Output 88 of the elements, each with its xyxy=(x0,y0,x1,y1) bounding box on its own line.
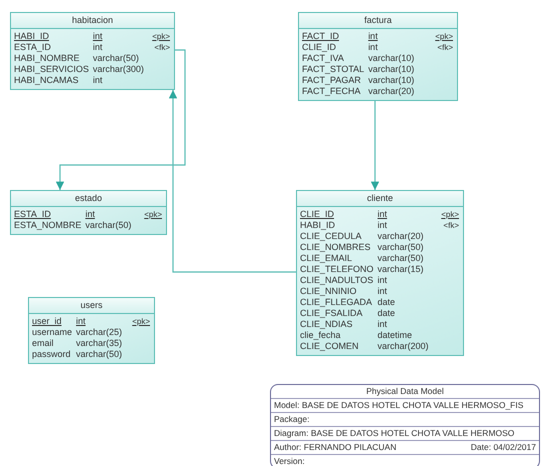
data-type: int xyxy=(92,42,104,53)
column-name: ESTA_ID xyxy=(14,209,52,220)
key-tag: <pk> xyxy=(135,209,162,220)
data-type: int xyxy=(378,209,388,220)
key-tag: <pk> xyxy=(432,209,459,220)
title-block-field: Package: xyxy=(274,414,310,425)
data-type: int xyxy=(92,31,104,42)
title-block-field: Model: BASE DE DATOS HOTEL CHOTA VALLE HERMOSO_FIS xyxy=(274,400,524,411)
column-name: FACT_STOTAL xyxy=(302,64,364,75)
table-name: cliente xyxy=(366,193,393,203)
entity-table xyxy=(28,297,155,364)
key-tag: <pk> xyxy=(148,31,170,42)
relationship-arrow xyxy=(168,90,296,273)
column-name: CLIE_FLLEGADA xyxy=(300,297,374,308)
data-type: int xyxy=(378,319,388,330)
column-name: FACT_ID xyxy=(302,31,340,42)
data-type: int xyxy=(92,75,104,86)
data-type: varchar(15) xyxy=(378,264,425,275)
entity-table xyxy=(298,12,458,101)
column-name: HABI_ID xyxy=(14,31,50,42)
column-name: ESTA_NOMBRE xyxy=(14,220,82,231)
column-name: email xyxy=(32,338,55,349)
data-type: int xyxy=(378,275,388,286)
title-block-field: Author: FERNANDO PILACUAN xyxy=(274,442,396,453)
column-name: HABI_ID xyxy=(300,220,336,231)
column-name: FACT_PAGAR xyxy=(302,75,362,86)
column-name: CLIE_NDIAS xyxy=(300,319,354,330)
data-type: varchar(300) xyxy=(92,64,144,75)
entity-table xyxy=(296,190,464,356)
key-tag: <pk> xyxy=(126,316,150,327)
data-type: int xyxy=(368,42,379,53)
column-name: CLIE_NNINIO xyxy=(300,286,358,297)
data-type: varchar(10) xyxy=(368,53,414,64)
data-type: varchar(10) xyxy=(368,64,414,75)
table-name: users xyxy=(80,300,102,310)
column-name: password xyxy=(32,349,72,360)
table-name: estado xyxy=(74,193,102,203)
column-name: HABI_NCAMAS xyxy=(14,75,80,86)
column-name: clie_fecha xyxy=(300,330,342,341)
data-type: varchar(20) xyxy=(368,86,414,97)
key-tag: <fk> xyxy=(418,42,453,53)
column-name: ESTA_ID xyxy=(14,42,52,53)
column-name: CLIE_CEDULA xyxy=(300,231,363,242)
column-name: CLIE_COMEN xyxy=(300,341,360,352)
data-type: varchar(50) xyxy=(92,53,140,64)
data-type: varchar(50) xyxy=(85,220,132,231)
title-block-field: Date: 04/02/2017 xyxy=(470,442,536,453)
title-block-field: Version: xyxy=(274,456,305,466)
entity-table xyxy=(10,12,175,90)
table-name: habitacion xyxy=(72,15,114,25)
column-name: CLIE_FSALIDA xyxy=(300,308,364,319)
data-type: datetime xyxy=(378,330,414,341)
data-type: varchar(50) xyxy=(378,253,425,264)
column-name: FACT_FECHA xyxy=(302,86,362,97)
key-tag: <fk> xyxy=(432,220,459,231)
column-name: FACT_IVA xyxy=(302,53,345,64)
data-type: date xyxy=(378,308,396,319)
data-type: varchar(25) xyxy=(76,327,122,338)
column-name: user_id xyxy=(32,316,63,327)
column-name: HABI_SERVICIOS xyxy=(14,64,89,75)
title-block-field: Diagram: BASE DE DATOS HOTEL CHOTA VALLE HERMOSO xyxy=(274,428,514,439)
column-name: CLIE_TELEFONO xyxy=(300,264,374,275)
data-type: varchar(50) xyxy=(378,242,425,253)
column-name: username xyxy=(32,327,72,338)
key-tag: <fk> xyxy=(148,42,170,53)
column-name: CLIE_ID xyxy=(302,42,338,53)
data-type: int xyxy=(378,220,388,231)
data-type: int xyxy=(76,316,87,327)
data-type: int xyxy=(368,31,379,42)
title-block-heading: Physical Data Model xyxy=(366,386,444,397)
column-name: CLIE_NOMBRES xyxy=(300,242,372,253)
relationship-arrow xyxy=(56,49,186,190)
data-type: varchar(10) xyxy=(368,75,414,86)
data-type: int xyxy=(378,286,388,297)
column-name: CLIE_NADULTOS xyxy=(300,275,374,286)
data-type: date xyxy=(378,297,396,308)
column-name: HABI_NOMBRE xyxy=(14,53,81,64)
table-name: factura xyxy=(364,15,392,25)
data-type: int xyxy=(85,209,96,220)
relationship-arrow xyxy=(370,101,380,190)
data-type: varchar(20) xyxy=(378,231,425,242)
data-type: varchar(50) xyxy=(76,349,122,360)
column-name: CLIE_ID xyxy=(300,209,336,220)
column-name: CLIE_EMAIL xyxy=(300,253,354,264)
entity-table xyxy=(10,190,167,235)
data-type: varchar(200) xyxy=(378,341,429,352)
data-type: varchar(35) xyxy=(76,338,122,349)
key-tag: <pk> xyxy=(418,31,453,42)
